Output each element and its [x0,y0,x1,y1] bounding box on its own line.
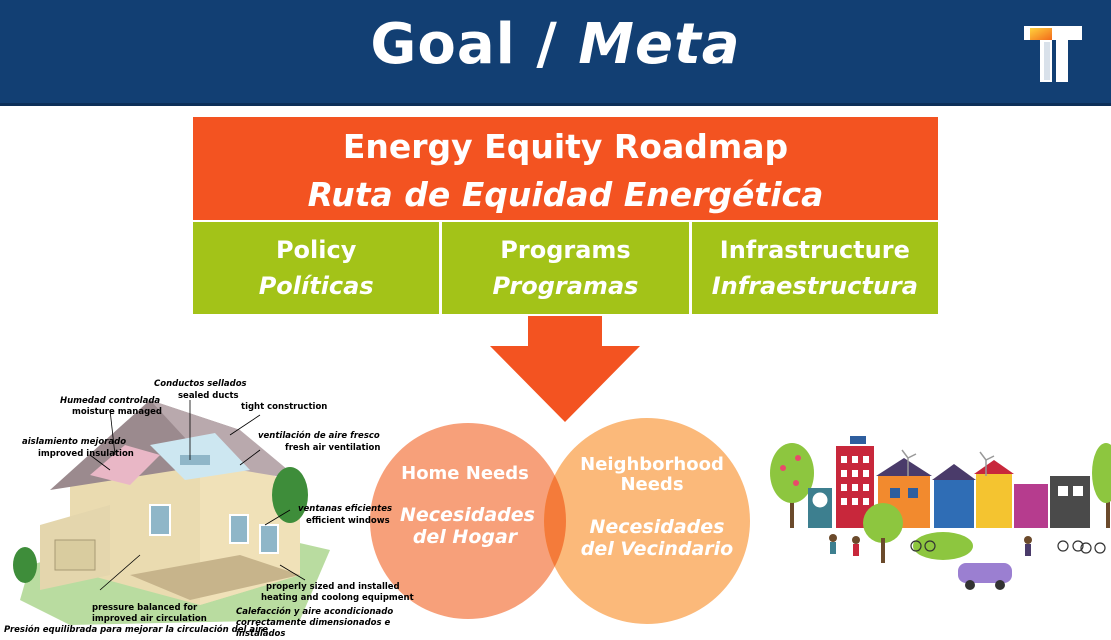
pillar-label-es: Infraestructura [711,272,918,300]
neighborhood-needs-es-2: del Vecindario [580,538,734,560]
label-insulation-en: improved insulation [38,449,134,459]
neighborhood-illustration [768,436,1111,590]
pillar-label-en: Policy [275,236,357,264]
neighborhood-needs-circle [544,418,750,624]
title-spanish: Meta [578,12,741,77]
home-needs-circle [370,423,566,619]
label-hvac-en-1: properly sized and installed [266,582,400,592]
label-pressure-es: Presión equilibrada para mejorar la circ… [4,625,268,635]
home-needs-es-2: del Hogar [412,526,518,548]
venn-circles [370,418,750,624]
pillar-label-en: Programs [500,236,631,264]
neighborhood-needs-en-2: Needs [620,474,684,495]
home-needs-en: Home Needs [401,463,529,484]
label-fresh-air-en: fresh air ventilation [285,443,381,453]
home-needs-es-1: Necesidades [400,504,535,526]
pillar-policy: Policy Políticas [193,222,440,314]
page-title: Goal / Meta [0,12,1111,77]
energy-efficient-house-illustration: Conductos sellados sealed ducts Humedad … [0,375,420,639]
label-sealed-ducts-en: sealed ducts [178,391,239,401]
label-insulation-es: aislamiento mejorado [22,437,127,447]
label-hvac-es-1: Calefacción y aire acondicionado [236,607,394,617]
pillar-programs: Programs Programas [442,222,689,314]
label-pressure-en-1: pressure balanced for [92,603,198,613]
pillars-row: Policy Políticas Programs Programas Infr… [193,222,938,314]
down-arrow-icon [490,316,640,422]
label-humidity-es: Humedad controlada [60,396,161,406]
label-hvac-en-2: heating and coolong equipment [261,593,414,603]
roadmap-title-en: Energy Equity Roadmap [342,127,789,166]
label-sealed-ducts-es: Conductos sellados [154,379,247,389]
needs-venn-diagram: Home Needs Necesidades del Hogar Neighbo… [370,418,760,628]
label-fresh-air-es: ventilación de aire fresco [258,431,380,441]
label-windows-en: efficient windows [306,516,390,526]
header-bar: Goal / Meta [0,0,1111,106]
pillar-label-en: Infrastructure [719,236,910,264]
pillar-infrastructure: Infrastructure Infraestructura [691,222,938,314]
label-humidity-en: moisture managed [72,407,163,417]
roadmap-banner: Energy Equity Roadmap Ruta de Equidad En… [193,117,938,220]
house-icon [13,400,330,625]
neighborhood-needs-es-1: Necesidades [589,516,725,538]
neighborhood-needs-en-1: Neighborhood [580,454,724,475]
pillar-label-es: Programas [492,272,639,300]
title-english: Goal / [370,12,558,77]
label-windows-es: ventanas eficientes [298,504,393,514]
label-tight-construction: tight construction [241,402,328,412]
pillar-label-es: Políticas [258,272,374,300]
tt-logo-icon [1024,26,1082,82]
label-pressure-en-2: improved air circulation [92,614,207,624]
roadmap-title-es: Ruta de Equidad Energética [307,175,824,214]
